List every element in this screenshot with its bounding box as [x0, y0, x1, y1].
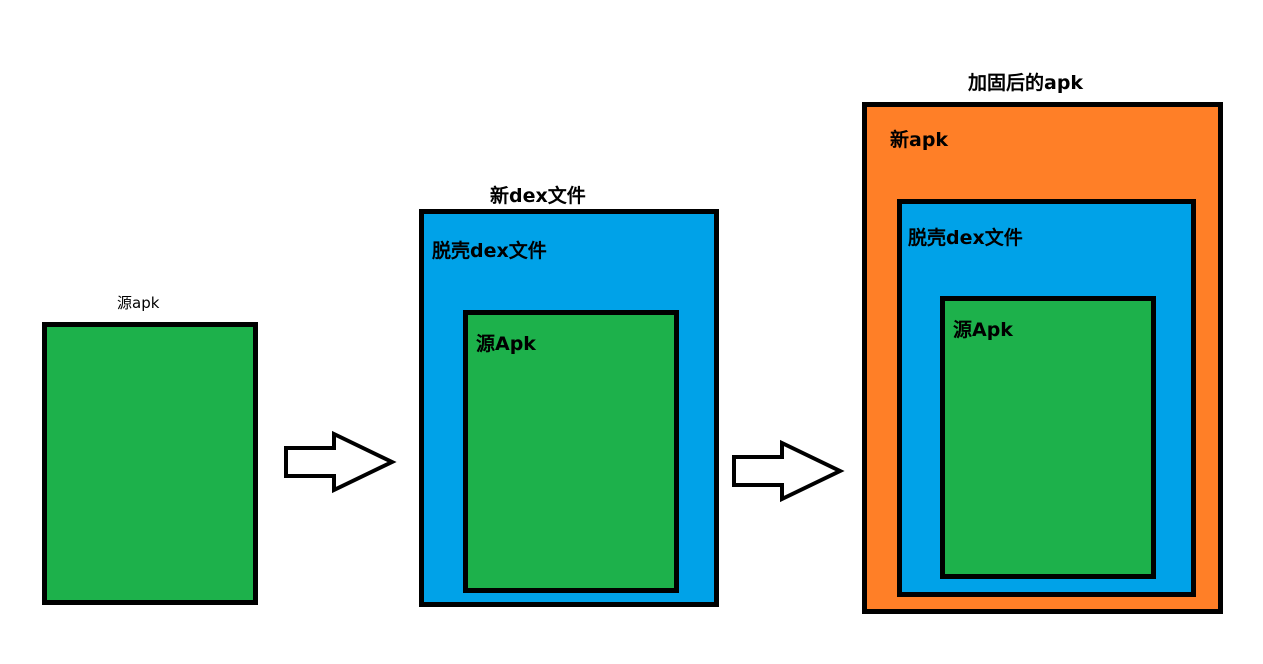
stage2-caption: 新dex文件	[490, 185, 586, 207]
right-arrow-icon	[284, 430, 397, 494]
inner-source-apk-label: 源Apk	[476, 333, 536, 355]
inner-source-apk-box: 源Apk	[463, 310, 679, 593]
wrapped-source-apk-label: 源Apk	[953, 319, 1013, 341]
shell-dex-box: 脱壳dex文件 源Apk	[419, 209, 719, 607]
stage1-caption: 源apk	[117, 294, 160, 312]
right-arrow-icon	[732, 439, 845, 503]
wrapped-shell-dex-label: 脱壳dex文件	[908, 227, 1023, 249]
new-apk-box: 新apk 脱壳dex文件 源Apk	[862, 102, 1223, 614]
wrapped-source-apk-box: 源Apk	[940, 296, 1156, 579]
stage3-caption: 加固后的apk	[968, 72, 1084, 94]
wrapped-shell-dex-box: 脱壳dex文件 源Apk	[897, 199, 1196, 597]
shell-dex-label: 脱壳dex文件	[432, 240, 547, 262]
new-apk-label: 新apk	[890, 129, 949, 151]
source-apk-box	[42, 322, 258, 605]
